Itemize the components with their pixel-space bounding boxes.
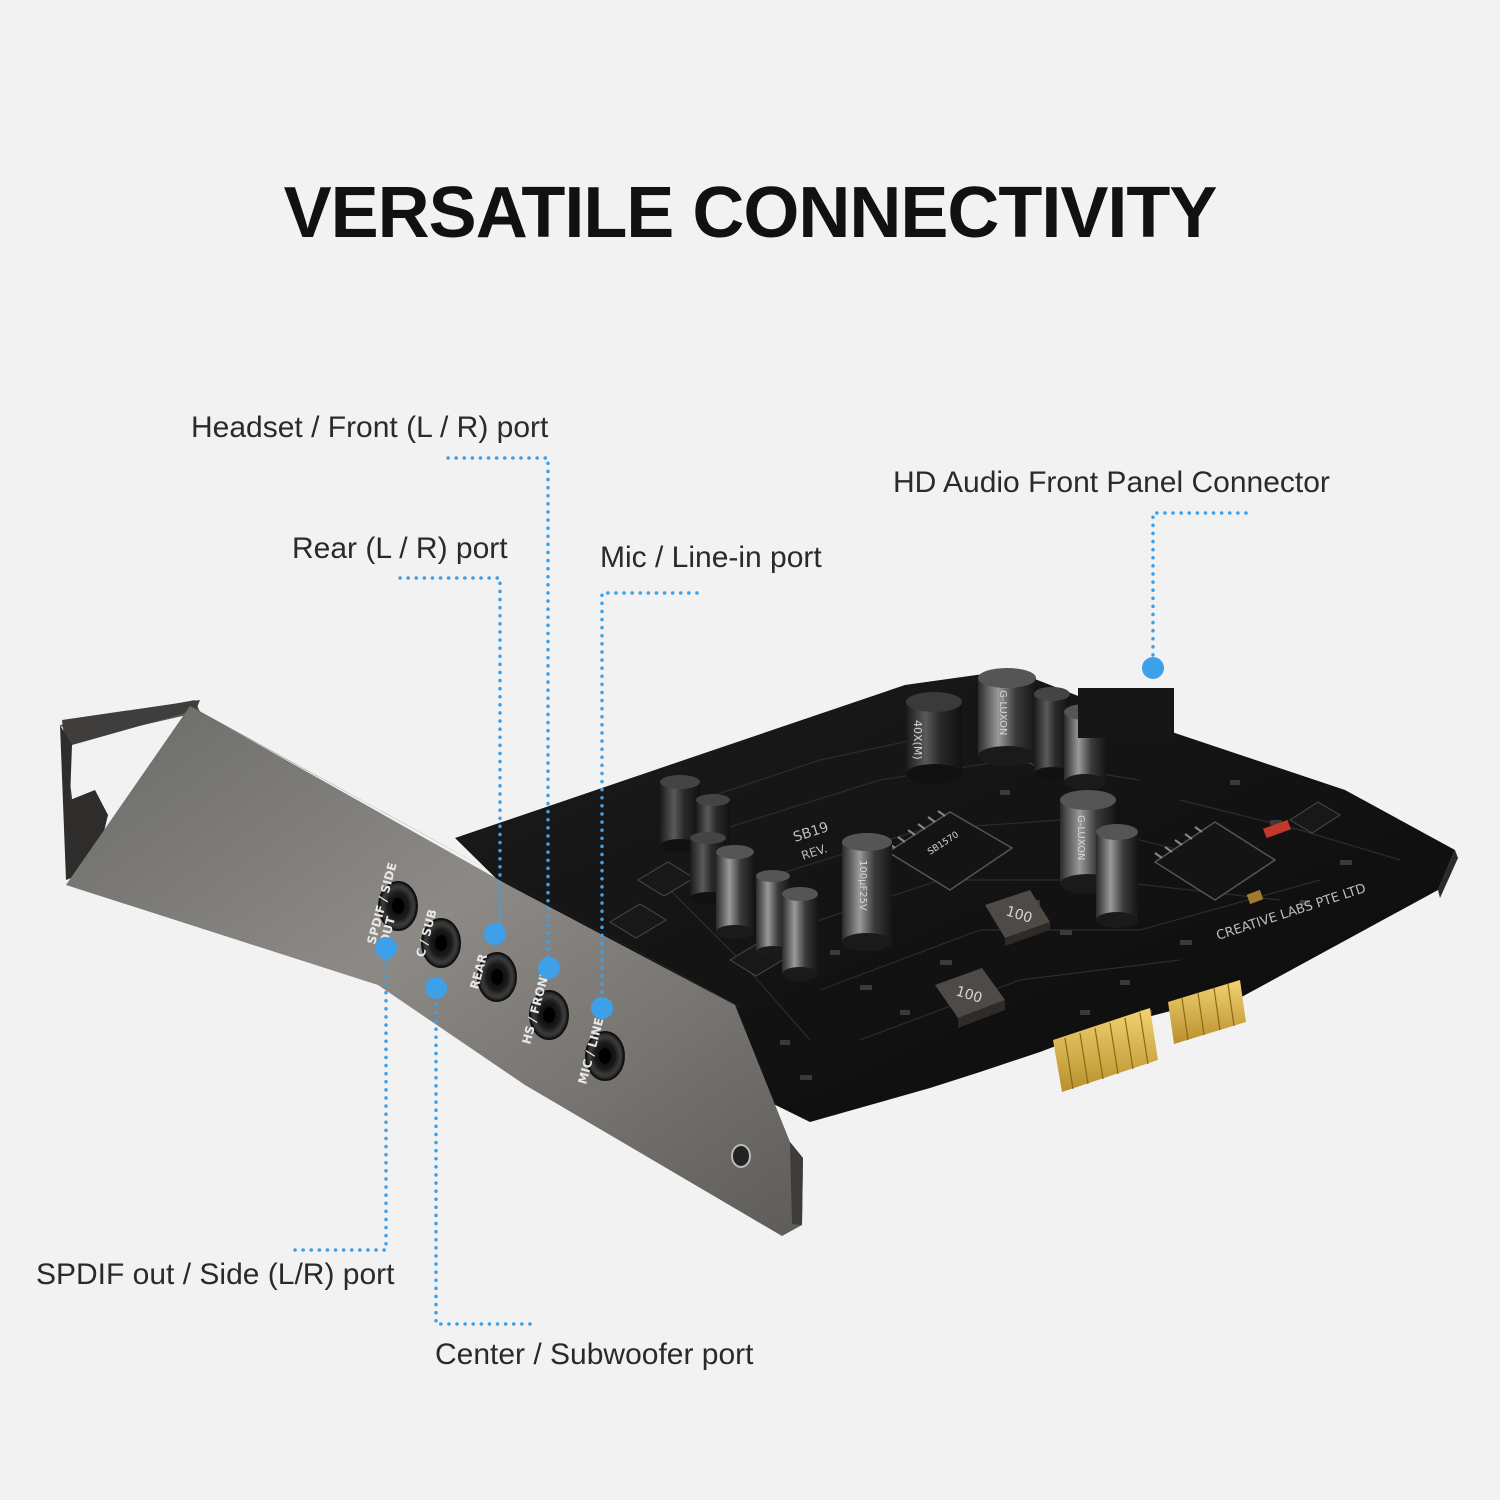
inductor-1: 100 [985, 890, 1050, 946]
capacitors: 40X(M) G-LUXON [660, 668, 1138, 981]
audio-jacks [378, 881, 625, 1081]
hd-audio-header [1077, 669, 1213, 738]
label-center-sub: Center / Subwoofer port [435, 1338, 754, 1371]
label-spdif-side: SPDIF out / Side (L/R) port [36, 1258, 395, 1291]
jack-c-sub [421, 918, 461, 968]
inductor-marking-2: 100 [954, 984, 984, 1007]
leader-spdif [293, 946, 388, 1252]
jack-hs-front [529, 990, 569, 1040]
dot-center-sub [425, 977, 447, 999]
leader-rear [398, 576, 502, 936]
dac-chip [1153, 821, 1277, 901]
leader-headset-front [446, 456, 550, 970]
callout-dots [375, 657, 1164, 1019]
jack-mic-line-in [585, 1031, 625, 1081]
svg-text:G-LUXON: G-LUXON [997, 690, 1008, 735]
dot-mic [591, 997, 613, 1019]
mounting-bracket [60, 700, 803, 1236]
leader-center-sub [434, 986, 532, 1326]
jack-spdif-side [378, 881, 418, 931]
label-hd-audio-front-panel: HD Audio Front Panel Connector [893, 466, 1330, 499]
svg-text:40X(M): 40X(M) [911, 720, 924, 760]
svg-text:100µF25V: 100µF25V [857, 860, 868, 911]
dot-headset-front [538, 957, 560, 979]
dot-rear [484, 923, 506, 945]
jack-rear [477, 952, 517, 1002]
capacitor: 40X(M) [906, 692, 962, 784]
label-mic-line-in: Mic / Line-in port [600, 541, 822, 574]
page-title: VERSATILE CONNECTIVITY [283, 173, 1218, 253]
label-headset-front: Headset / Front (L / R) port [191, 411, 549, 444]
pcie-connector [1053, 980, 1246, 1092]
audio-processor-chip: SB1570 [886, 810, 1014, 891]
leader-mic [600, 591, 699, 1010]
inductor-marking-1: 100 [1004, 904, 1034, 927]
circuit-board-edge [1438, 850, 1458, 898]
svg-text:G-LUXON: G-LUXON [1075, 815, 1086, 860]
inductor-2: 100 [935, 968, 1005, 1028]
capacitor: 100µF25V [842, 833, 892, 951]
label-rear: Rear (L / R) port [292, 532, 508, 565]
capacitor [1096, 824, 1138, 928]
capacitor: G-LUXON [978, 668, 1036, 766]
leader-hd-audio [1151, 511, 1248, 670]
callout-lines [293, 456, 1248, 1326]
capacitor [716, 845, 754, 939]
dot-spdif [375, 937, 397, 959]
dot-hd-audio [1142, 657, 1164, 679]
capacitor [782, 887, 818, 981]
